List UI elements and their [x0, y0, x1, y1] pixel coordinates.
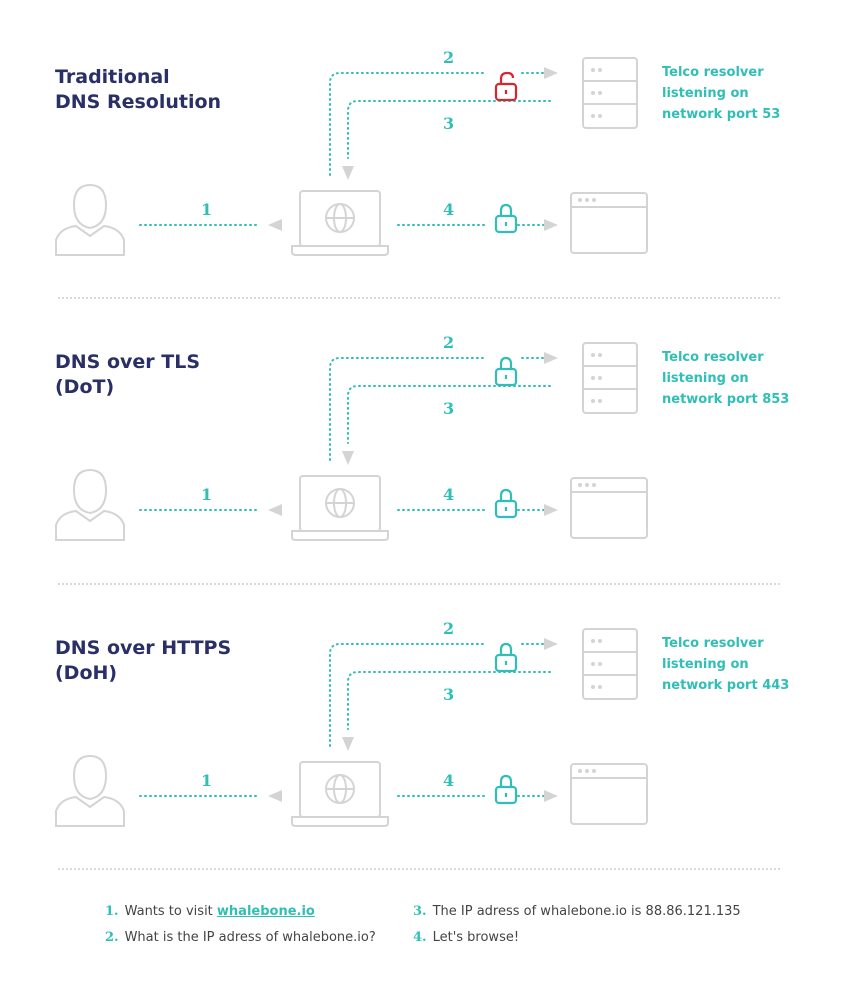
legend-text: The IP adress of whalebone.io is 88.86.1…	[432, 904, 741, 919]
step-3-label: 3	[443, 399, 455, 418]
legend-text: Let's browse!	[432, 930, 520, 945]
section-divider	[58, 583, 780, 585]
step-4-label: 4	[443, 200, 455, 219]
legend-number: 2.	[105, 930, 119, 945]
user-icon	[55, 754, 125, 827]
step-2-label: 2	[443, 333, 455, 352]
resolver-label: Telco resolver listening on network port…	[662, 65, 781, 122]
step-1-label: 1	[201, 200, 213, 219]
user-icon	[55, 183, 125, 256]
section-divider	[58, 297, 780, 299]
flow-diagram	[55, 342, 648, 541]
step-4-label: 4	[443, 485, 455, 504]
server-rack-icon	[582, 57, 638, 129]
unlocked-padlock-icon	[494, 71, 518, 102]
section-dns-over-https: DNS over HTTPS (DoH) Telco resolver list…	[0, 571, 848, 861]
section-title: DNS over TLS (DoT)	[55, 351, 201, 398]
step-2-label: 2	[443, 48, 455, 67]
legend: 1. Wants to visit whalebone.io 2. What is …	[0, 900, 848, 970]
laptop-globe-icon	[291, 761, 389, 827]
step-4-label: 4	[443, 771, 455, 790]
locked-padlock-icon	[494, 356, 518, 387]
locked-padlock-icon	[494, 203, 518, 234]
whalebone-link[interactable]: whalebone.io	[216, 904, 315, 919]
legend-text: What is the IP adress of whalebone.io?	[124, 930, 376, 945]
locked-padlock-icon	[494, 642, 518, 673]
resolver-label: Telco resolver listening on network port…	[662, 350, 790, 407]
browser-window-icon	[570, 192, 648, 254]
flow-diagram	[55, 628, 648, 827]
step-1-label: 1	[201, 485, 213, 504]
legend-number: 4.	[413, 930, 427, 945]
resolver-label: Telco resolver listening on network port…	[662, 636, 790, 693]
locked-padlock-icon	[494, 774, 518, 805]
section-title: Traditional DNS Resolution	[55, 66, 222, 113]
legend-number: 3.	[413, 904, 427, 919]
step-2-label: 2	[443, 619, 455, 638]
step-1-label: 1	[201, 771, 213, 790]
step-3-label: 3	[443, 114, 455, 133]
legend-number: 1.	[105, 904, 119, 919]
section-title: DNS over HTTPS (DoH)	[55, 637, 232, 684]
section-divider	[58, 868, 780, 870]
server-rack-icon	[582, 342, 638, 414]
flow-diagram	[55, 57, 648, 256]
flow-lines	[139, 357, 553, 511]
step-3-label: 3	[443, 685, 455, 704]
laptop-globe-icon	[291, 475, 389, 541]
user-icon	[55, 468, 125, 541]
laptop-globe-icon	[291, 190, 389, 256]
legend-item-1: 1. Wants to visit whalebone.io	[105, 904, 315, 919]
legend-item-2: 2. What is the IP adress of whalebone.io?	[105, 930, 376, 945]
legend-item-3: 3. The IP adress of whalebone.io is 88.86…	[413, 904, 741, 919]
legend-item-4: 4. Let's browse!	[413, 930, 519, 945]
browser-window-icon	[570, 763, 648, 825]
arrowheads	[268, 638, 558, 802]
browser-window-icon	[570, 477, 648, 539]
section-dns-over-tls: DNS over TLS (DoT) Telco resolver listen…	[0, 285, 848, 575]
server-rack-icon	[582, 628, 638, 700]
arrowheads	[268, 67, 558, 231]
locked-padlock-icon	[494, 488, 518, 519]
section-traditional-dns: Traditional DNS Resolution Telco resolve…	[0, 0, 848, 290]
legend-text: Wants to visit	[124, 904, 217, 919]
arrowheads	[268, 352, 558, 516]
